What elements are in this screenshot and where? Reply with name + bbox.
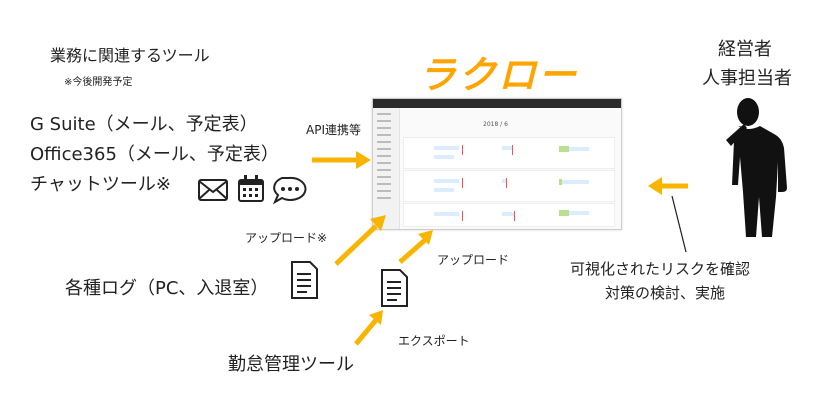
product-logo: ラクロー — [418, 53, 579, 97]
tool-office365: Office365（メール、予定表） — [30, 144, 279, 165]
calendar-icon — [238, 175, 264, 202]
upload-label: アップロード — [437, 253, 510, 267]
action-countermeasure: 対策の検討、実施 — [605, 284, 726, 302]
arrow-upload-attendance — [398, 230, 433, 264]
dashboard-card — [403, 137, 615, 169]
role-hr: 人事担当者 — [702, 68, 792, 89]
upload-note-label: アップロード※ — [245, 231, 328, 245]
document-icon — [381, 269, 408, 307]
chat-bubble-icon — [272, 176, 307, 205]
attendance-label: 勤怠管理ツール — [228, 354, 354, 375]
businessman-icon — [726, 98, 787, 237]
arrow-upload-logs — [334, 215, 386, 266]
tools-heading: 業務に関連するツール — [50, 46, 210, 65]
dashboard-card — [403, 203, 615, 227]
dashboard-screenshot: 2018 / 6 — [372, 98, 622, 230]
tool-chat: チャットツール※ — [30, 174, 171, 195]
arrow-export — [354, 310, 383, 346]
action-check-risk: 可視化されたリスクを確認 — [570, 260, 751, 278]
mail-icon — [198, 179, 228, 201]
dashboard-card — [403, 170, 615, 202]
dashboard-month: 2018 / 6 — [483, 121, 508, 128]
future-note: ※今後開発予定 — [64, 77, 133, 88]
tool-gsuite: G Suite（メール、予定表） — [30, 114, 258, 135]
connector-line — [671, 195, 687, 253]
api-label: API連携等 — [306, 123, 361, 137]
export-label: エクスポート — [398, 334, 470, 348]
dashboard-sidebar — [373, 108, 400, 229]
arrow-api — [312, 151, 371, 169]
dashboard-header — [373, 99, 621, 108]
arrow-to-manager — [648, 177, 688, 195]
role-executive: 経営者 — [718, 39, 772, 60]
logs-label: 各種ログ（PC、入退室） — [65, 278, 269, 299]
document-icon — [291, 261, 318, 299]
